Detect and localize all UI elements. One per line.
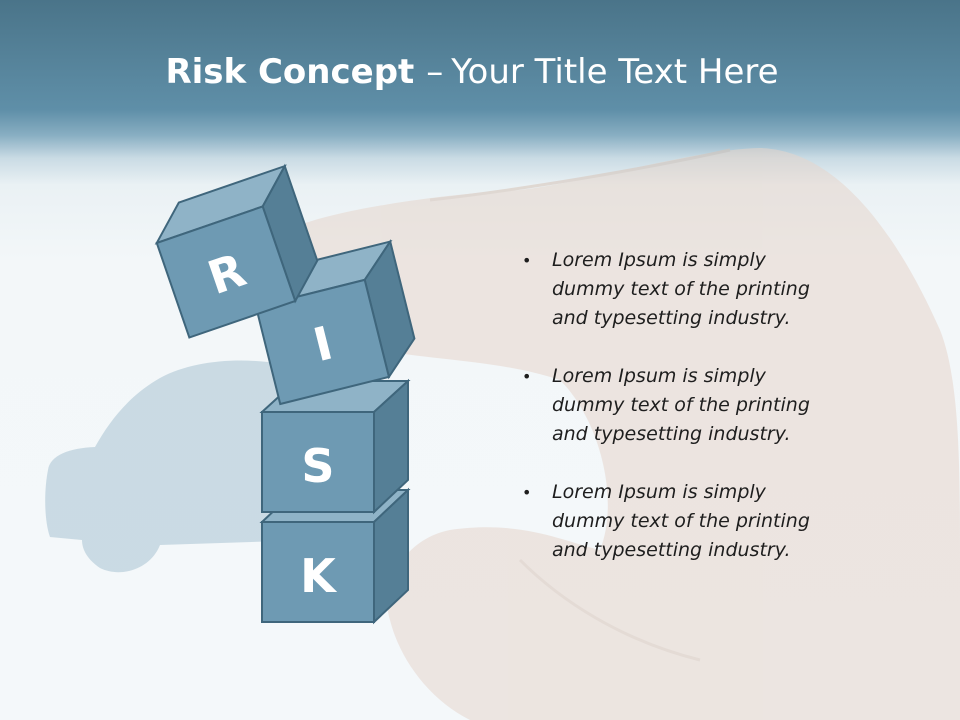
bullet-text: Lorem Ipsum is simply dummy text of the … <box>552 481 810 561</box>
cube-r: R <box>154 163 319 339</box>
block-letter-s: S <box>301 439 334 493</box>
title-main: Risk Concept <box>165 52 415 92</box>
hand-image <box>298 148 960 720</box>
bullet-item: • Lorem Ipsum is simply dummy text of th… <box>518 478 838 565</box>
block-letter-k: K <box>300 549 338 603</box>
bullet-icon: • <box>522 367 532 386</box>
bullet-icon: • <box>522 483 532 502</box>
slide-title: Risk Concept–Your Title Text Here <box>0 52 944 92</box>
bullet-list: • Lorem Ipsum is simply dummy text of th… <box>518 246 838 594</box>
bullet-text: Lorem Ipsum is simply dummy text of the … <box>552 249 810 329</box>
title-subtitle: Your Title Text Here <box>451 52 779 92</box>
cube-s: S <box>259 378 411 515</box>
bullet-item: • Lorem Ipsum is simply dummy text of th… <box>518 362 838 449</box>
bullet-item: • Lorem Ipsum is simply dummy text of th… <box>518 246 838 333</box>
title-dash: – <box>426 52 444 92</box>
bullet-text: Lorem Ipsum is simply dummy text of the … <box>552 365 810 445</box>
bullet-icon: • <box>522 251 532 270</box>
car-image <box>45 360 310 573</box>
